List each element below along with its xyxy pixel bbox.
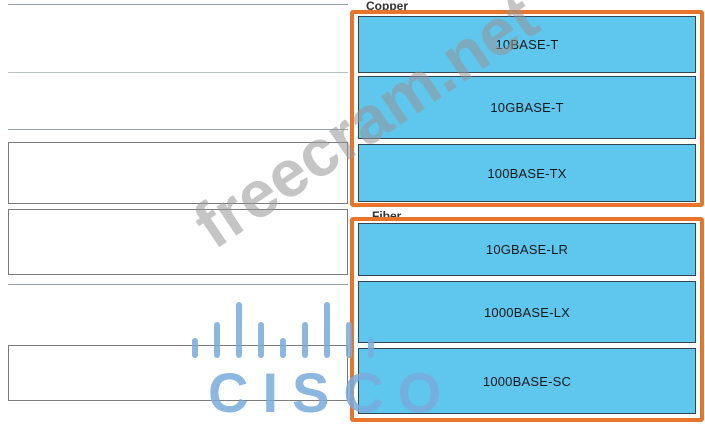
- draggable-item-10gbase-t[interactable]: 10GBASE-T: [358, 76, 696, 139]
- drop-slot-3[interactable]: [8, 142, 348, 204]
- draggable-item-10base-t[interactable]: 10BASE-T: [358, 16, 696, 73]
- drop-slot-4[interactable]: [8, 209, 348, 275]
- fiber-group-frame: [350, 217, 704, 422]
- draggable-item-100base-tx[interactable]: 100BASE-TX: [358, 144, 696, 202]
- draggable-item-10gbase-lr[interactable]: 10GBASE-LR: [358, 223, 696, 276]
- drop-slot-6[interactable]: [8, 345, 348, 401]
- item-label: 1000BASE-LX: [483, 304, 571, 320]
- draggable-item-1000base-sc[interactable]: 1000BASE-SC: [358, 348, 696, 414]
- item-label: 10GBASE-LR: [485, 242, 569, 257]
- copper-group-frame: [350, 10, 704, 207]
- draggable-item-1000base-lx[interactable]: 1000BASE-LX: [358, 281, 696, 343]
- item-label: 100BASE-TX: [487, 165, 567, 181]
- drop-slot-1[interactable]: [8, 4, 348, 72]
- item-label: 1000BASE-SC: [482, 373, 572, 389]
- drop-slot-5[interactable]: [8, 284, 348, 334]
- category-label-copper: Copper: [366, 0, 408, 13]
- item-label: 10BASE-T: [495, 37, 559, 52]
- item-label: 10GBASE-T: [490, 100, 564, 115]
- drop-slot-2[interactable]: [8, 72, 348, 130]
